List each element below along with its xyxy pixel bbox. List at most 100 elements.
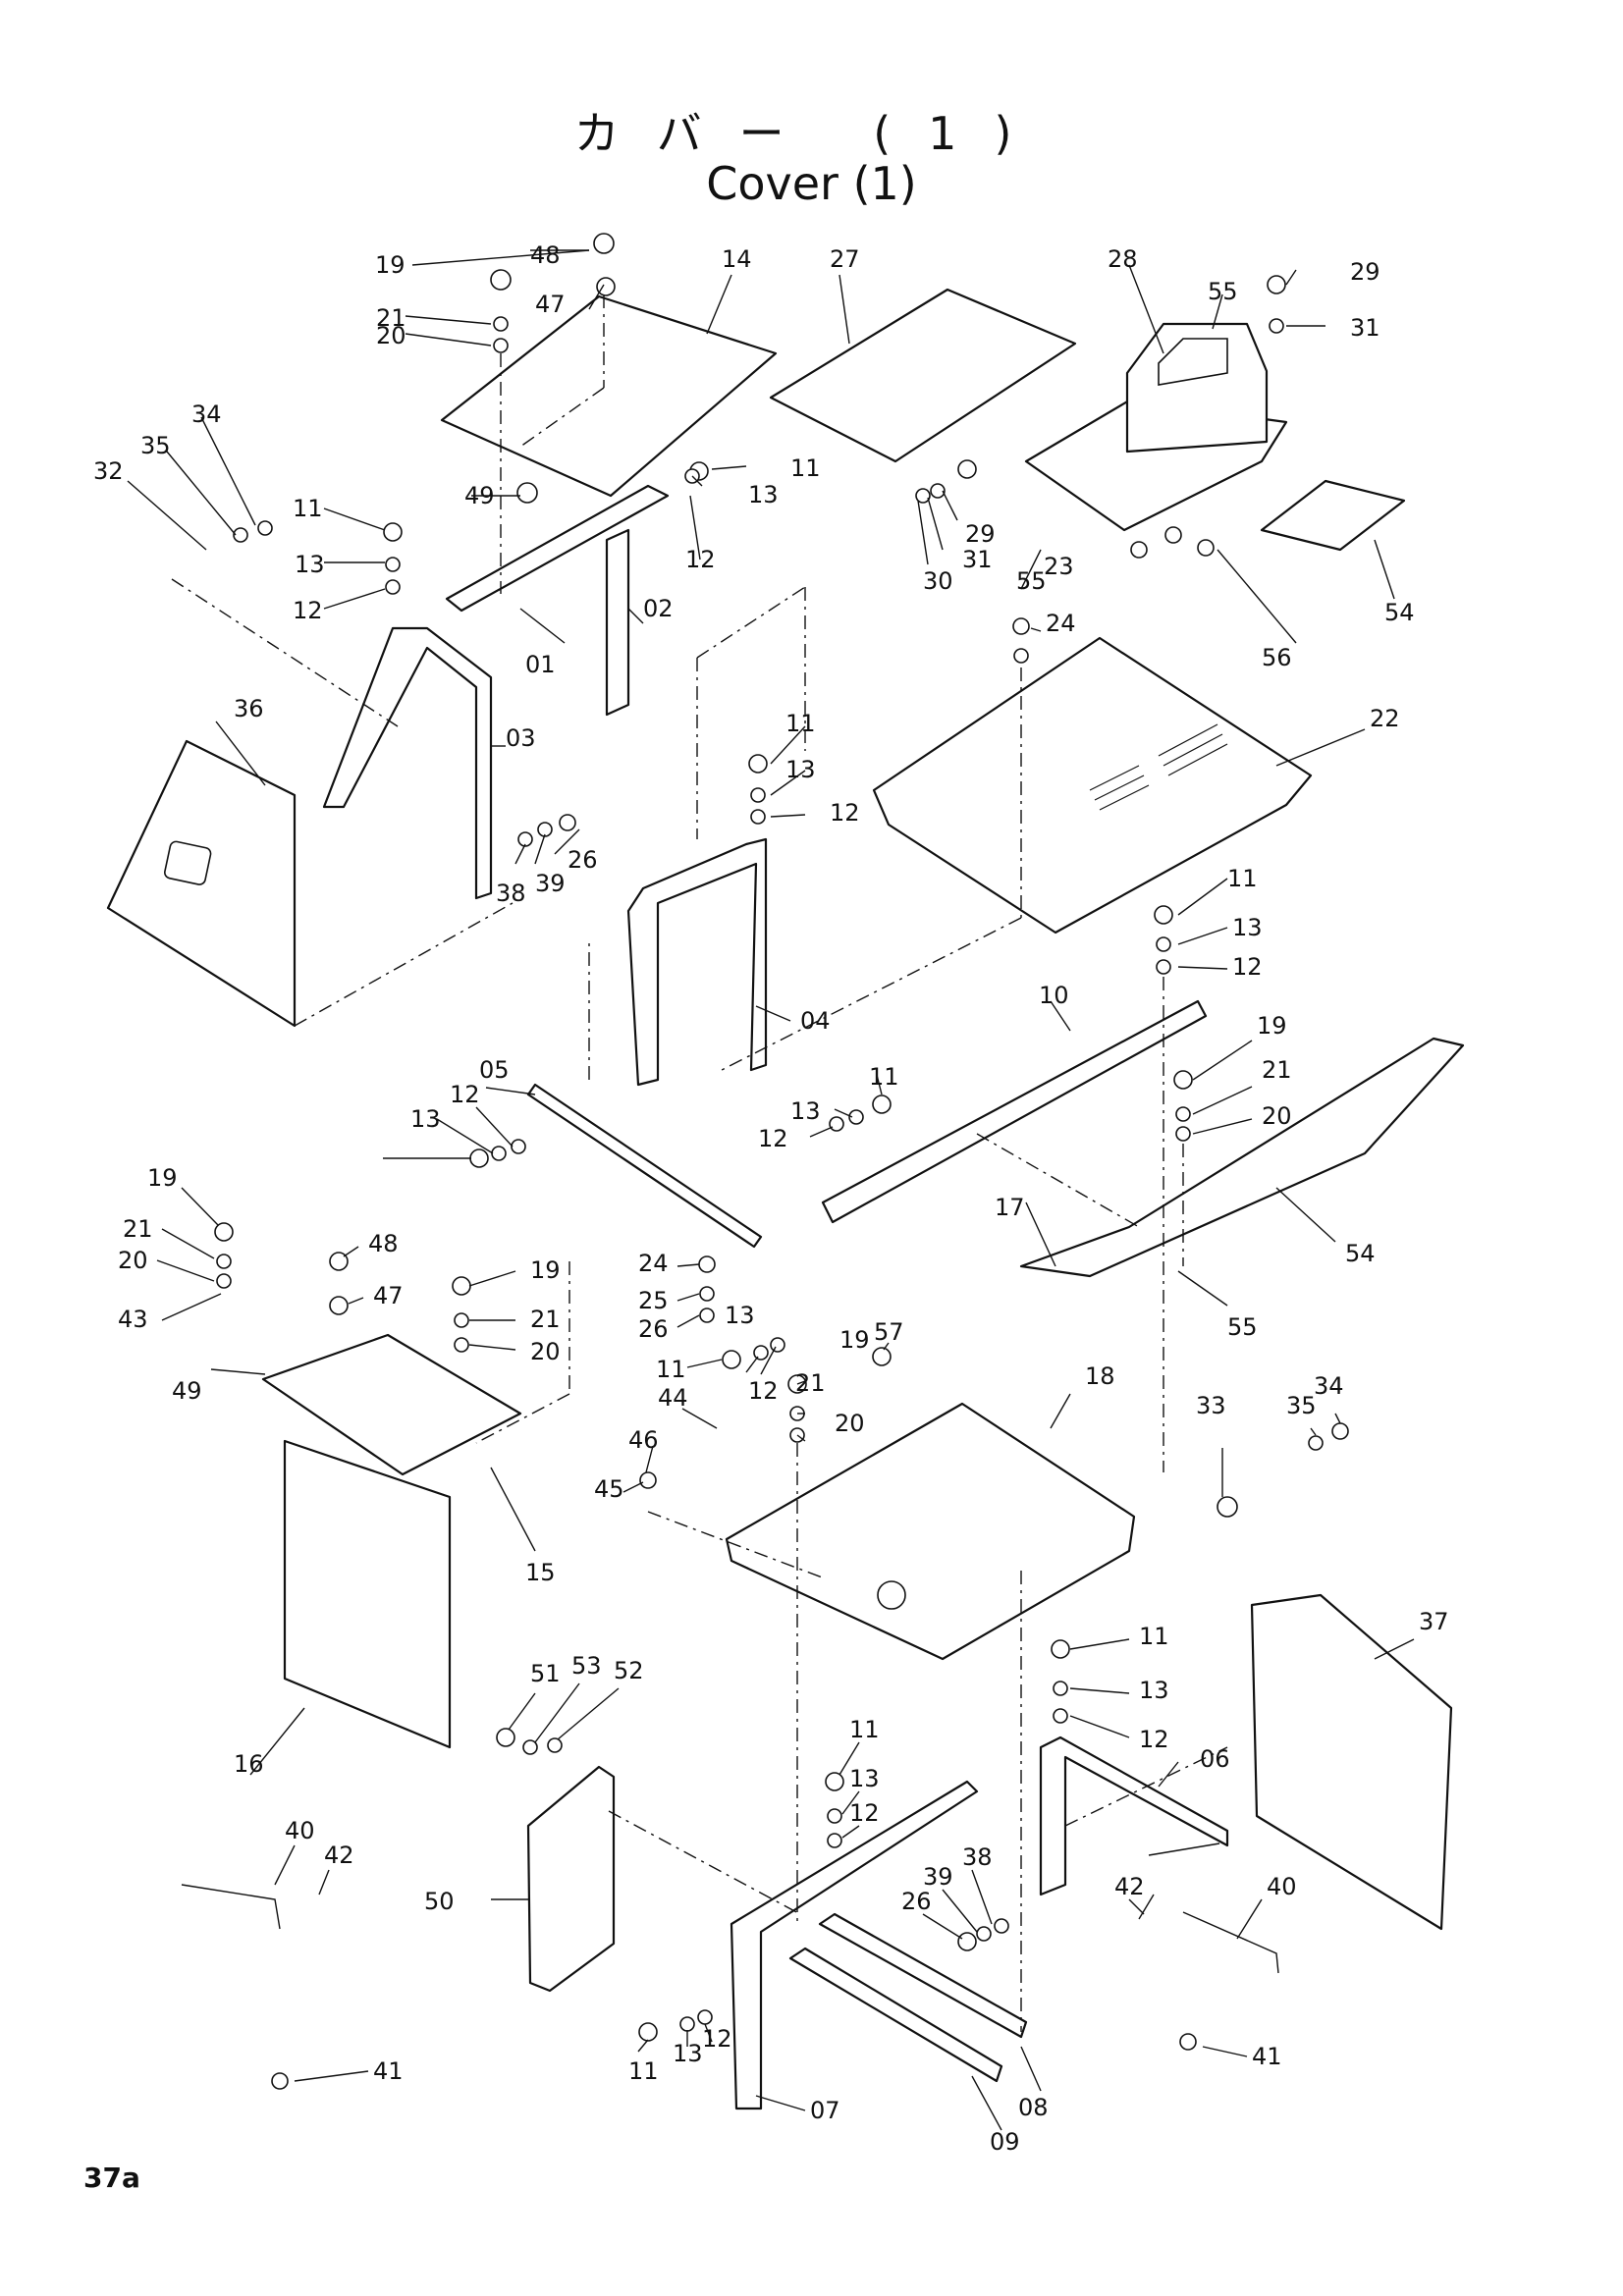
part-04-frame xyxy=(626,837,768,1087)
part-label: 46 xyxy=(628,1426,659,1454)
part-label: 02 xyxy=(643,595,674,622)
part-label: 33 xyxy=(1196,1392,1226,1419)
part-18-hole xyxy=(877,1580,906,1610)
part-label: 11 xyxy=(1139,1623,1169,1650)
part-label: 19 xyxy=(1257,1012,1287,1040)
part-callouts xyxy=(127,249,1415,2131)
title-japanese: カバー (1) xyxy=(573,107,1050,160)
part-label: 13 xyxy=(295,551,325,578)
part-label: 12 xyxy=(685,546,716,573)
part-label: 36 xyxy=(234,695,264,722)
assembly-lines xyxy=(171,294,1228,2032)
part-label: 19 xyxy=(839,1326,870,1354)
part-label: 38 xyxy=(496,880,526,907)
part-40-handle-right xyxy=(1182,1911,1279,1974)
part-05-bar xyxy=(526,1083,763,1249)
part-label: 34 xyxy=(1314,1372,1344,1400)
part-label: 28 xyxy=(1108,245,1138,273)
part-label: 48 xyxy=(368,1230,399,1257)
part-label: 11 xyxy=(293,495,323,522)
title-english: Cover (1) xyxy=(706,157,917,210)
part-label: 55 xyxy=(1227,1313,1258,1341)
part-label: 11 xyxy=(656,1356,686,1383)
part-number-labels: 19 48 14 27 28 55 29 21 47 31 20 34 35 3… xyxy=(93,241,1449,2156)
part-label: 47 xyxy=(373,1282,404,1309)
part-label: 11 xyxy=(849,1716,880,1743)
part-label: 19 xyxy=(375,251,406,279)
part-label: 38 xyxy=(962,1843,993,1871)
part-15-plate xyxy=(261,1333,522,1476)
part-label: 20 xyxy=(835,1410,865,1437)
part-label: 26 xyxy=(638,1315,669,1343)
part-label: 12 xyxy=(830,799,860,827)
part-27-cover xyxy=(769,288,1077,463)
part-label: 39 xyxy=(923,1863,953,1891)
part-22-vents xyxy=(1089,723,1228,811)
part-label: 41 xyxy=(1252,2043,1282,2070)
part-label: 29 xyxy=(965,520,996,548)
part-label: 07 xyxy=(810,2097,840,2124)
part-label: 30 xyxy=(923,567,953,595)
part-label: 17 xyxy=(995,1194,1025,1221)
part-label: 31 xyxy=(962,546,993,573)
part-label: 51 xyxy=(530,1660,561,1687)
part-label: 52 xyxy=(614,1657,644,1684)
part-label: 08 xyxy=(1018,2094,1049,2121)
part-16-panel xyxy=(283,1439,452,1749)
part-label: 13 xyxy=(785,756,816,783)
part-label: 11 xyxy=(628,2057,659,2085)
part-label: 34 xyxy=(191,400,222,428)
part-label: 13 xyxy=(725,1302,755,1329)
part-label: 13 xyxy=(748,481,779,508)
part-label: 50 xyxy=(424,1888,455,1915)
part-label: 11 xyxy=(1227,865,1258,892)
part-label: 54 xyxy=(1345,1240,1376,1267)
part-label: 35 xyxy=(140,432,171,459)
part-label: 48 xyxy=(530,241,561,269)
part-label: 13 xyxy=(673,2040,703,2067)
part-label: 43 xyxy=(118,1306,148,1333)
part-label: 12 xyxy=(1139,1726,1169,1753)
part-label: 12 xyxy=(450,1081,480,1108)
part-label: 20 xyxy=(1262,1102,1292,1130)
part-label: 55 xyxy=(1208,278,1238,305)
part-label: 12 xyxy=(1232,953,1263,981)
part-label: 12 xyxy=(748,1377,779,1405)
part-label: 26 xyxy=(901,1888,932,1915)
part-label: 41 xyxy=(373,2057,404,2085)
part-14-plate xyxy=(440,294,778,498)
part-label: 01 xyxy=(525,651,556,678)
part-17-plate xyxy=(1019,1037,1465,1278)
part-label: 31 xyxy=(1350,314,1380,342)
part-label: 15 xyxy=(525,1559,556,1586)
part-label: 21 xyxy=(1262,1056,1292,1084)
part-label: 13 xyxy=(1232,914,1263,941)
part-label: 35 xyxy=(1286,1392,1317,1419)
part-label: 55 xyxy=(1016,567,1047,595)
part-label: 32 xyxy=(93,457,124,485)
page-number: 37a xyxy=(83,2162,140,2194)
part-label: 27 xyxy=(830,245,860,273)
part-label: 12 xyxy=(849,1799,880,1827)
part-label: 49 xyxy=(464,482,495,509)
part-label: 29 xyxy=(1350,258,1380,286)
part-label: 22 xyxy=(1370,705,1400,732)
part-label: 13 xyxy=(849,1765,880,1792)
part-label: 20 xyxy=(118,1247,148,1274)
part-label: 11 xyxy=(790,454,821,482)
part-label: 06 xyxy=(1200,1745,1230,1773)
part-label: 42 xyxy=(1114,1873,1145,1900)
part-07-bar xyxy=(730,1780,979,2110)
part-label: 24 xyxy=(638,1250,669,1277)
part-label: 21 xyxy=(530,1306,561,1333)
part-label: 20 xyxy=(376,322,406,349)
part-label: 21 xyxy=(376,304,406,332)
part-label: 19 xyxy=(530,1256,561,1284)
part-label: 20 xyxy=(530,1338,561,1365)
part-36-latch xyxy=(164,840,212,885)
part-label: 44 xyxy=(658,1384,688,1412)
part-label: 10 xyxy=(1039,982,1069,1009)
part-label: 12 xyxy=(702,2025,732,2053)
part-37-door xyxy=(1250,1593,1453,1931)
